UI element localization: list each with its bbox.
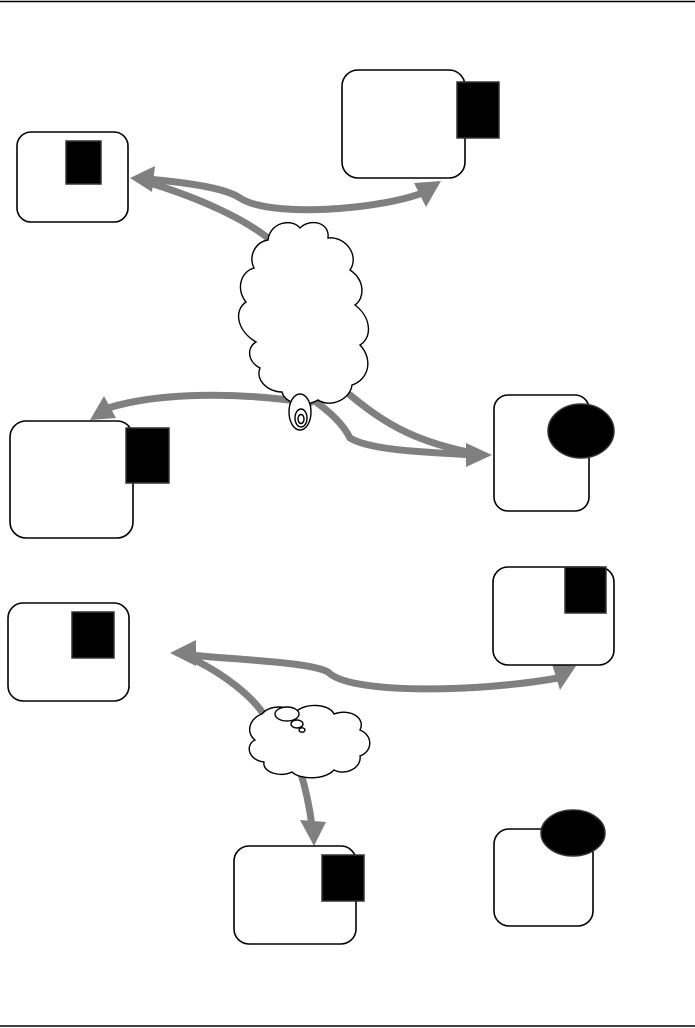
node-c bbox=[9, 420, 170, 539]
bottom-panel bbox=[7, 566, 615, 945]
node-h-circle-marker bbox=[540, 809, 606, 857]
small-thought-cloud bbox=[248, 704, 371, 779]
node-f bbox=[492, 566, 615, 666]
node-b-square-marker bbox=[456, 81, 500, 139]
node-h bbox=[493, 809, 606, 927]
top-panel bbox=[9, 69, 615, 539]
thought-bubble-dot bbox=[298, 727, 306, 733]
node-g bbox=[233, 845, 365, 945]
node-d-circle-marker bbox=[547, 403, 615, 459]
node-e-square-marker bbox=[71, 611, 115, 659]
node-c-square-marker bbox=[125, 427, 170, 484]
arrow-cloud-to-node-c bbox=[90, 391, 314, 420]
thought-bubble-small bbox=[290, 719, 304, 729]
node-b-box bbox=[341, 69, 466, 179]
node-g-square-marker bbox=[321, 854, 365, 902]
arrow-node-e-to-node-f bbox=[170, 640, 576, 693]
thought-bubble-dot bbox=[297, 413, 305, 425]
node-e bbox=[7, 602, 130, 702]
node-b bbox=[341, 69, 500, 179]
large-thought-cloud bbox=[237, 221, 370, 431]
arrow-cloud-to-node-a bbox=[146, 179, 272, 242]
node-a-square-marker bbox=[65, 140, 102, 185]
node-d bbox=[493, 394, 615, 512]
node-a bbox=[16, 131, 129, 223]
thought-bubble-large bbox=[274, 706, 300, 722]
node-f-square-marker bbox=[564, 566, 607, 614]
arrow-cloud-to-node-d bbox=[309, 391, 492, 467]
node-c-box bbox=[9, 420, 134, 539]
